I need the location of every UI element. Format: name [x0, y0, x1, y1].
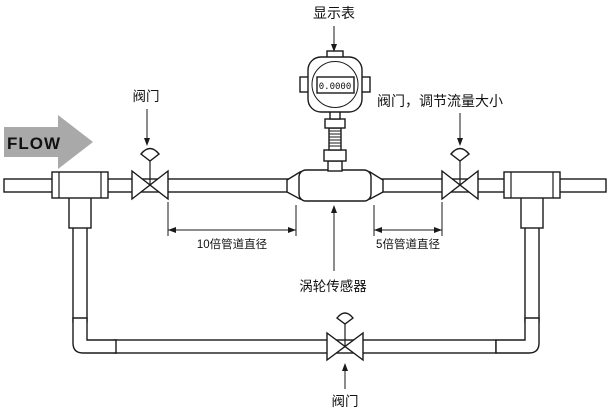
- transmitter-boss: [327, 160, 343, 172]
- flow-direction-arrow: [4, 115, 93, 169]
- bypass-valve-body: [326, 331, 347, 362]
- flow-indicator: FLOW: [4, 115, 93, 169]
- dimension-label-upstream: 10倍管道直径: [197, 237, 267, 251]
- left-valve-body: [131, 169, 152, 201]
- left-valve-handle: [140, 147, 160, 162]
- label-turbine-sensor: 涡轮传感器: [299, 278, 367, 294]
- elbow-bottom-right: [495, 317, 540, 354]
- pipe-right-stub: [555, 178, 607, 193]
- bypass-valve-body: [343, 331, 364, 362]
- callout-arrowhead: [144, 138, 150, 146]
- label-right-valve: 阀门，调节流量大小: [377, 93, 503, 109]
- dimension-arrowhead: [168, 227, 176, 233]
- tee-right-body: [503, 171, 561, 199]
- dimension-arrowhead: [434, 227, 442, 233]
- transmitter: 0.0000: [299, 50, 371, 172]
- elbow-bottom-left: [72, 317, 117, 354]
- flow-meter-body: [298, 169, 372, 202]
- callout-arrowhead: [457, 138, 463, 146]
- tee-left-branch: [68, 195, 92, 229]
- pipe-left-stub: [3, 178, 57, 193]
- left-valve: [131, 147, 169, 201]
- display-head-bezel: [311, 61, 359, 108]
- bypass-valve: [326, 312, 364, 362]
- right-valve-body: [441, 169, 462, 201]
- tee-right-branch: [520, 195, 544, 229]
- flow-meter-right-taper: [369, 170, 384, 201]
- callout-arrowhead: [342, 363, 348, 371]
- flow-meter-left-taper: [286, 170, 301, 201]
- pipe-right-vertical: [524, 225, 540, 323]
- display-readout: 0.0000: [319, 82, 352, 92]
- transmitter-lower-nut: [323, 149, 347, 162]
- label-bypass-valve: 阀门: [332, 394, 359, 409]
- flow-label: FLOW: [7, 134, 61, 153]
- dimension-arrowhead: [288, 227, 296, 233]
- tee-left: [51, 171, 109, 199]
- bypass-valve-handle: [336, 312, 354, 325]
- callout-arrowhead: [331, 205, 337, 213]
- callout-arrowhead: [331, 44, 337, 52]
- left-valve-body: [148, 169, 169, 201]
- tee-left-body: [51, 171, 109, 199]
- callouts: 显示表 阀门 阀门，调节流量大小 涡轮传感器 阀门: [133, 5, 504, 409]
- display-window: [316, 76, 355, 94]
- flow-meter: [286, 169, 384, 202]
- right-valve-handle: [450, 147, 470, 162]
- pipe-bypass-bottom-run: [113, 339, 497, 354]
- transmitter-threaded-stem: [328, 127, 342, 151]
- tee-right: [503, 171, 561, 199]
- display-head: 0.0000: [299, 50, 371, 113]
- dimension-label-downstream: 5倍管道直径: [376, 237, 440, 251]
- transmitter-upper-nut: [324, 118, 346, 129]
- label-display-meter: 显示表: [313, 5, 355, 21]
- right-valve: [441, 147, 479, 201]
- right-valve-body: [458, 169, 479, 201]
- label-left-valve: 阀门: [133, 89, 160, 104]
- pipe-left-vertical: [72, 225, 88, 323]
- dimension-arrowhead: [374, 227, 382, 233]
- dimensions: 10倍管道直径 5倍管道直径: [167, 202, 443, 251]
